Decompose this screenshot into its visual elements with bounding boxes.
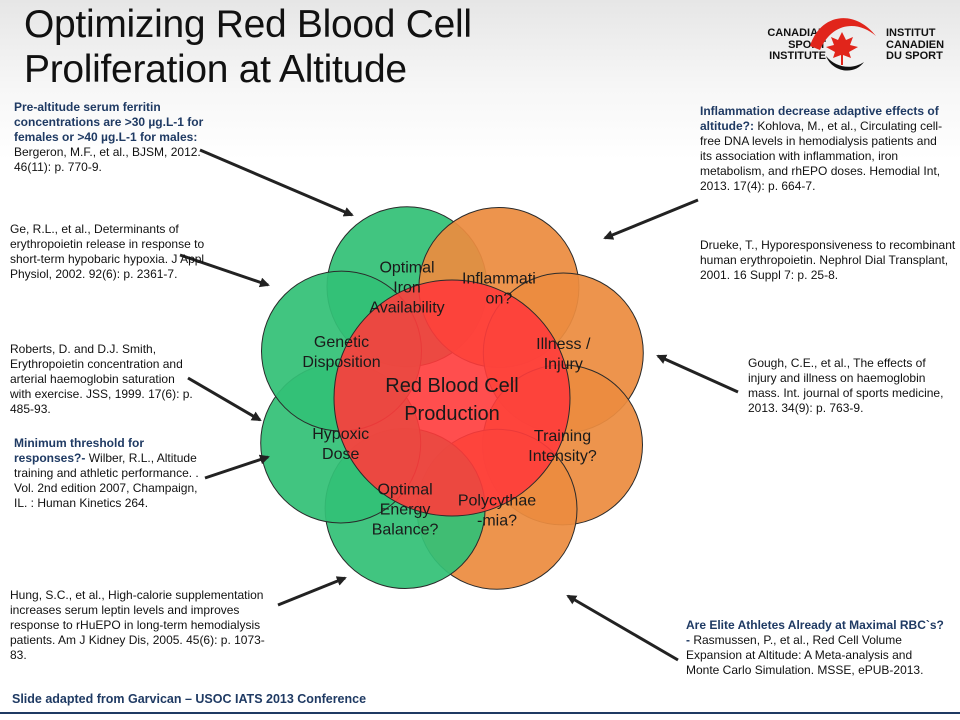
maple-leaf-swoosh-icon	[810, 18, 876, 71]
factor-label-line: Intensity?	[528, 448, 597, 465]
note-body: Wilber, R.L., Altitude training and athl…	[14, 451, 199, 510]
arrow-ge	[179, 253, 270, 288]
reference-arrows	[179, 148, 739, 662]
note-elite: Are Elite Athletes Already at Maximal RB…	[686, 618, 948, 678]
factor-label-illness: Illness / Injury	[536, 336, 591, 373]
arrow-elite	[566, 594, 679, 662]
factor-label-line: Hypoxic	[312, 426, 369, 443]
factor-label-line: Energy	[380, 502, 431, 519]
factor-label-line: on?	[486, 291, 513, 308]
note-body: Ge, R.L., et al., Determinants of erythr…	[10, 222, 205, 281]
note-ge: Ge, R.L., et al., Determinants of erythr…	[10, 222, 214, 282]
note-body: Roberts, D. and D.J. Smith, Erythropoiet…	[10, 342, 193, 416]
logo-text-english: CANADIAN SPORT INSTITUTE	[767, 27, 826, 62]
factor-label-polycythaemia: Polycythae -mia?	[458, 492, 536, 529]
note-drueke: Drueke, T., Hyporesponsiveness to recomb…	[700, 238, 956, 283]
factor-label-line: Illness /	[536, 336, 591, 353]
note-threshold: Minimum threshold for responses?- Wilber…	[14, 436, 214, 511]
factor-label-line: Balance?	[372, 522, 439, 539]
factor-label-line: Injury	[544, 356, 583, 373]
factor-label-line: Iron	[393, 280, 421, 297]
canadian-sport-institute-logo: CANADIAN SPORT INSTITUTE INSTITUT CANADI…	[762, 6, 954, 86]
footer-credit: Slide adapted from Garvican – USOC IATS …	[12, 692, 367, 706]
factor-label-line: Optimal	[378, 482, 433, 499]
arrow-inflammation	[603, 198, 699, 240]
slide-title: Optimizing Red Blood Cell Proliferation …	[24, 2, 664, 92]
note-lead: Are Elite Athletes Already at Maximal RB…	[686, 618, 944, 647]
note-body: Kohlova, M., et al., Circulating cell-fr…	[700, 119, 943, 193]
center-label-line: Red Blood Cell	[385, 375, 518, 397]
logo-text-french: INSTITUT CANADIEN DU SPORT	[886, 27, 945, 62]
factor-label-line: Polycythae	[458, 492, 536, 509]
note-hung: Hung, S.C., et al., High-calorie supplem…	[10, 588, 278, 663]
note-lead: Inflammation decrease adaptive effects o…	[700, 104, 939, 133]
center-circle-rbc	[333, 279, 571, 517]
note-roberts: Roberts, D. and D.J. Smith, Erythropoiet…	[10, 342, 196, 417]
note-body: Hung, S.C., et al., High-calorie supplem…	[10, 588, 265, 662]
note-body: Rasmussen, P., et al., Red Cell Volume E…	[686, 633, 924, 677]
factor-label-line: -mia?	[477, 512, 517, 529]
arrow-hung	[277, 576, 347, 607]
arrow-threshold	[204, 454, 270, 480]
factor-label-line: Genetic	[314, 334, 369, 351]
note-ferritin: Pre-altitude serum ferritin concentratio…	[14, 100, 210, 175]
factor-label-inflammation: Inflammati on?	[462, 271, 536, 308]
factor-label-line: Inflammati	[462, 271, 536, 288]
note-body: Drueke, T., Hyporesponsiveness to recomb…	[700, 238, 956, 282]
note-body: Gough, C.E., et al., The effects of inju…	[748, 356, 944, 415]
footer-divider	[0, 712, 960, 714]
note-inflammation: Inflammation decrease adaptive effects o…	[700, 104, 952, 194]
factor-label-line: Availability	[369, 300, 444, 317]
center-circle-group	[333, 279, 571, 517]
center-label-line: Production	[404, 403, 500, 425]
factor-label-line: Training	[534, 428, 591, 445]
factor-label-line: Dose	[322, 446, 359, 463]
slide-title-line: Optimizing Red Blood Cell	[24, 3, 472, 46]
arrow-ferritin	[199, 148, 354, 217]
note-body: Bergeron, M.F., et al., BJSM, 2012. 46(1…	[14, 145, 201, 174]
note-gough: Gough, C.E., et al., The effects of inju…	[748, 356, 954, 416]
note-lead: Minimum threshold for responses?-	[14, 436, 144, 465]
arrow-roberts	[187, 376, 262, 422]
factor-label-line: Disposition	[302, 354, 380, 371]
factor-label-line: Optimal	[379, 260, 434, 277]
slide-title-line: Proliferation at Altitude	[24, 48, 407, 91]
note-lead: Pre-altitude serum ferritin concentratio…	[14, 100, 204, 144]
arrow-gough	[656, 354, 739, 394]
